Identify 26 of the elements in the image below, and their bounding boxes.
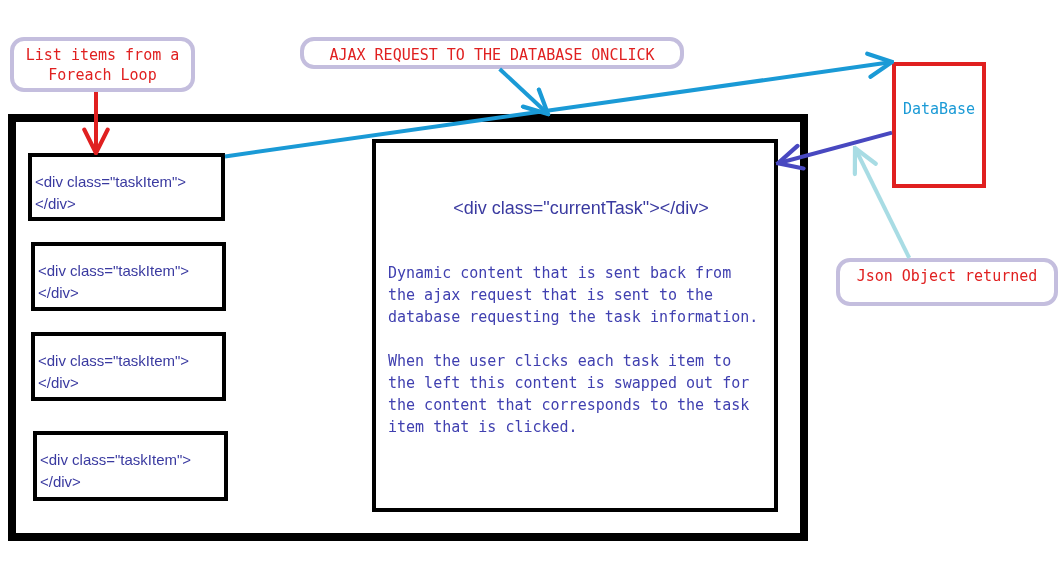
description-paragraph: When the user clicks each task item to the left this content is swapped out for the content that corresponds to the task item that is clicked. — [388, 351, 751, 438]
task-item-box — [31, 242, 226, 311]
task-item-box — [33, 431, 228, 501]
arrow — [498, 67, 551, 117]
database-box — [892, 62, 986, 188]
callout-text: Json Object returned — [856, 266, 1038, 286]
task-item-box — [31, 332, 226, 401]
callout-bubble — [10, 37, 195, 92]
code-text: <div class="taskItem"> </div> — [40, 450, 193, 492]
code-heading: <div class="currentTask"></div> — [453, 197, 709, 220]
code-text: <div class="taskItem"> </div> — [35, 172, 188, 214]
database-label: DataBase — [902, 99, 976, 120]
arrow — [775, 130, 893, 171]
task-item-box — [28, 153, 225, 221]
callout-text: AJAX REQUEST TO THE DATABASE ONCLICK — [329, 45, 655, 65]
code-text: <div class="taskItem"> </div> — [38, 261, 191, 303]
content-panel — [372, 139, 778, 512]
callout-bubble — [300, 37, 684, 69]
callout-bubble — [836, 258, 1058, 306]
arrow — [82, 92, 110, 156]
code-text: <div class="taskItem"> </div> — [38, 351, 191, 393]
callout-text: List items from a Foreach Loop — [24, 45, 181, 85]
arrow — [224, 51, 895, 159]
description-paragraph: Dynamic content that is sent back from the ajax request that is sent to the database requesting the task information. — [388, 263, 760, 328]
arrow — [852, 145, 912, 259]
container-box — [8, 114, 808, 541]
